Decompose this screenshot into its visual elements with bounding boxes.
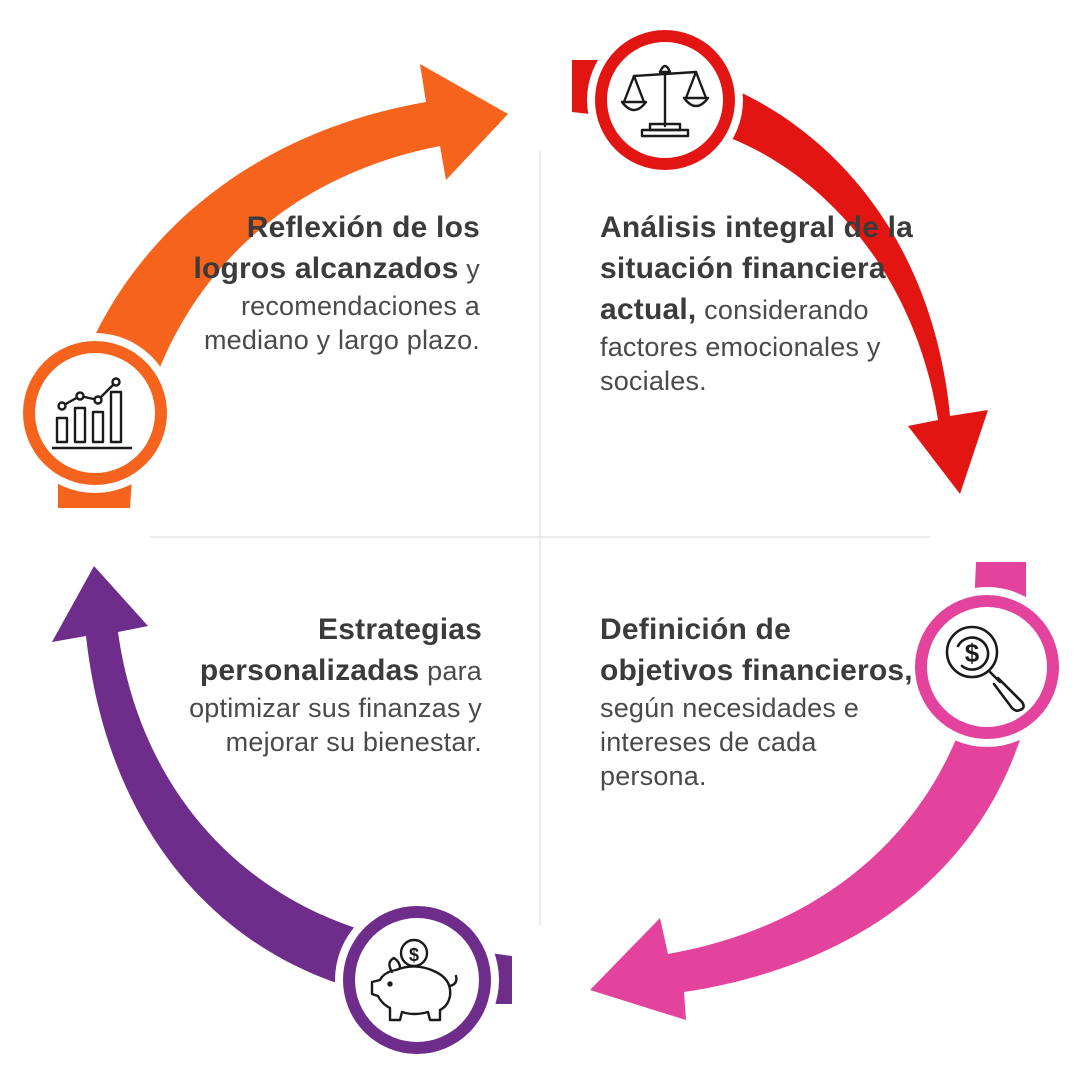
growth-chart-icon xyxy=(52,377,132,450)
step-analisis-text: Análisis integral de la situación financ… xyxy=(600,207,920,398)
step-analisis-title: Análisis integral de la situación financ… xyxy=(600,211,914,326)
step-reflexion-body: y recomendaciones a mediano y largo plaz… xyxy=(203,254,480,355)
step-analisis-body: considerando factores emocionales y soci… xyxy=(600,295,881,396)
step-reflexion-text: Reflexión de los logros alcanzados y rec… xyxy=(150,207,480,357)
badge-reflexion xyxy=(15,333,175,493)
badge-definicion: $ xyxy=(907,587,1067,747)
step-definicion-title: Definición de objetivos financieros, xyxy=(600,613,913,687)
scale-icon xyxy=(620,64,710,138)
step-reflexion-title: Reflexión de los logros alcanzados xyxy=(193,211,480,285)
svg-text:$: $ xyxy=(409,945,419,965)
step-definicion-body: según necesidades e intereses de cada pe… xyxy=(600,693,859,791)
dollar-magnifier-icon: $ xyxy=(945,625,1025,712)
step-definicion-text: Definición de objetivos financieros, seg… xyxy=(600,609,920,793)
step-estrategias-body: para optimizar sus finanzas y mejorar su… xyxy=(189,656,482,757)
step-estrategias-text: Estrategias personalizadas para optimiza… xyxy=(150,609,482,759)
badge-estrategias: $ xyxy=(335,898,499,1062)
svg-text:$: $ xyxy=(965,638,980,668)
piggy-bank-icon: $ xyxy=(370,938,458,1022)
badge-analisis xyxy=(587,22,743,178)
step-estrategias-title: Estrategias personalizadas xyxy=(199,613,482,687)
